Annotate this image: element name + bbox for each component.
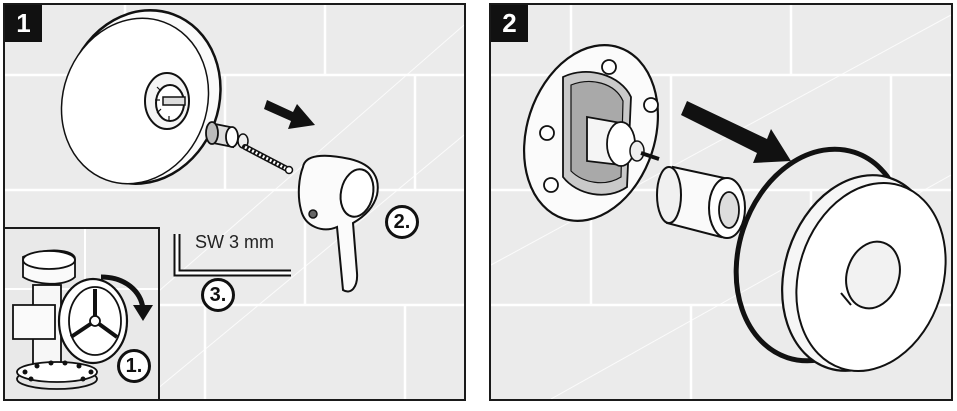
step-badge-1: 1.	[117, 349, 151, 383]
lever-handle	[297, 154, 379, 293]
trim-escutcheon	[781, 174, 947, 372]
hex-key-size-label: SW 3 mm	[195, 232, 274, 252]
step-1-panel: 1 SW 3 mm 2. 3.	[3, 3, 466, 401]
step-1-illustration	[5, 5, 464, 399]
step-2-illustration	[491, 5, 951, 399]
removal-arrow	[681, 101, 791, 163]
valve-mounting-plate	[522, 44, 660, 222]
removal-arrow	[264, 100, 315, 129]
escutcheon-plate	[60, 9, 222, 185]
adapter-sleeve	[205, 121, 249, 149]
step-badge-3: 3.	[201, 278, 235, 312]
water-shutoff-inset: 1.	[5, 227, 160, 399]
step-2-panel: 2	[489, 3, 953, 401]
set-screw	[242, 144, 294, 175]
step-number-badge: 2	[491, 5, 528, 42]
step-badge-2: 2.	[385, 205, 419, 239]
step-number-badge: 1	[5, 5, 42, 42]
adapter-sleeve	[656, 165, 746, 239]
shutoff-valve-illustration	[5, 229, 158, 390]
